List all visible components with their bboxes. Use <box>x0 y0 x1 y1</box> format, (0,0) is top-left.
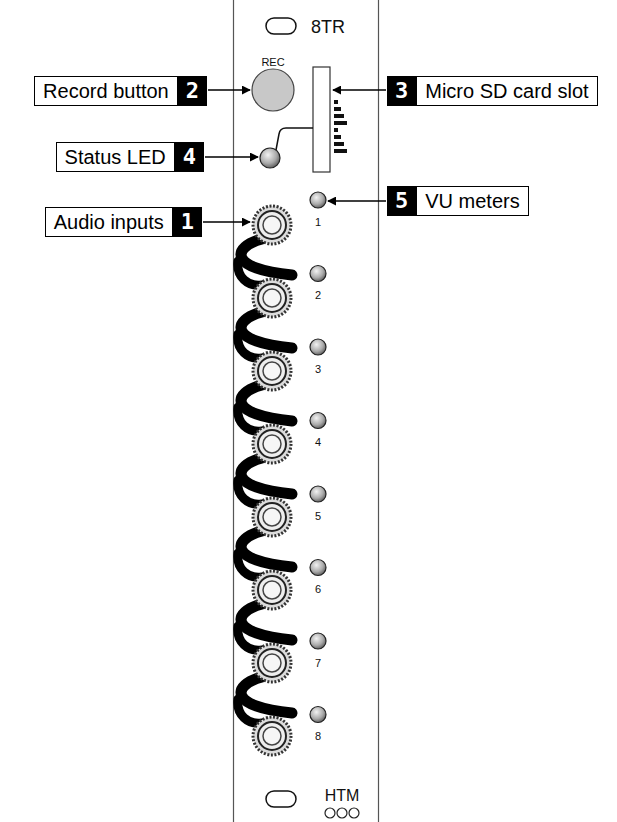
led-line <box>276 128 313 150</box>
callout-number: 5 <box>387 186 416 216</box>
audio-inputs-callout: Audio inputs1 <box>45 207 202 237</box>
channel-number: 5 <box>315 511 321 522</box>
channel-number: 1 <box>315 217 321 228</box>
callout-label: Record button <box>34 76 178 106</box>
level-graphic <box>334 100 347 153</box>
front-panel <box>234 0 379 822</box>
channel-number: 2 <box>315 290 321 301</box>
callout-label: VU meters <box>416 186 528 216</box>
mount-hole <box>266 791 296 807</box>
sd-slot-callout: 3Micro SD card slot <box>387 76 598 106</box>
leader-arrows <box>203 90 386 222</box>
callout-number: 3 <box>387 76 416 106</box>
audio-jacks <box>253 206 291 755</box>
mount-hole <box>266 18 296 34</box>
channel-number: 7 <box>315 658 321 669</box>
vu-leds <box>310 192 326 723</box>
status-led <box>260 148 280 168</box>
callout-label: Micro SD card slot <box>416 76 597 106</box>
callout-number: 4 <box>175 142 204 172</box>
callout-number: 2 <box>178 76 207 106</box>
sd-card-slot <box>313 67 330 172</box>
record-button <box>252 69 294 111</box>
callout-number: 1 <box>173 207 202 237</box>
channel-number: 6 <box>315 584 321 595</box>
logo-circles <box>325 808 359 818</box>
channel-number: 8 <box>315 731 321 742</box>
button-label: REC <box>261 57 284 68</box>
channel-number: 3 <box>315 364 321 375</box>
callout-label: Audio inputs <box>45 207 173 237</box>
record-button-callout: Record button2 <box>34 76 207 106</box>
callout-label: Status LED <box>56 142 175 172</box>
model-name: 8TR <box>311 18 345 36</box>
patch-cables <box>238 239 292 723</box>
status-led-callout: Status LED4 <box>56 142 204 172</box>
channel-number: 4 <box>315 437 321 448</box>
vu-meters-callout: 5VU meters <box>387 186 529 216</box>
brand-logo: HTM <box>325 788 360 804</box>
